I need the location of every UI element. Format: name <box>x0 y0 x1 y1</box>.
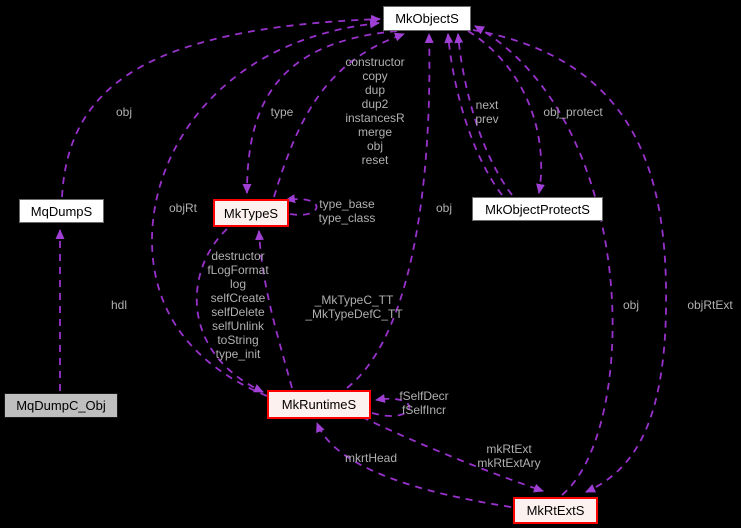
edge-label-constructor-block: constructor copy dup dup2 instancesR mer… <box>345 55 405 167</box>
edge-obj-mqdumps <box>61 14 381 198</box>
edge-label-next-prev: next prev <box>475 98 499 126</box>
edge-mktypec-tt <box>255 230 293 389</box>
node-mkobjectprotects[interactable]: MkObjectProtectS <box>472 197 603 221</box>
node-mkruntimes[interactable]: MkRuntimeS <box>267 390 371 419</box>
edge-label-hdl: hdl <box>110 298 128 312</box>
edge-objrtext <box>472 29 667 493</box>
edge-label-type-loop: type_base type_class <box>318 197 376 225</box>
edge-label-fself-loop: fSelfDecr fSelfIncr <box>399 389 449 417</box>
edge-mkrthead <box>316 422 512 508</box>
edge-obj-runtime <box>346 33 434 389</box>
edge-type <box>242 30 398 194</box>
node-mqdumpc-obj: MqDumpC_Obj <box>4 393 118 418</box>
edge-objrt <box>151 19 380 397</box>
node-mktypes[interactable]: MkTypeS <box>213 199 289 227</box>
edge-label-tt-block: _MkTypeC_TT _MkTypeDefC_TT <box>305 293 403 321</box>
node-mkrtexts[interactable]: MkRtExtS <box>513 497 598 524</box>
edge-label-obj-right: obj <box>622 298 640 312</box>
edge-label-obj-protect: obj_protect <box>543 105 603 119</box>
edge-label-mkrtext-block: mkRtExt mkRtExtAry <box>477 442 541 470</box>
edge-label-type: type <box>270 105 294 119</box>
node-mkobjects[interactable]: MkObjectS <box>383 6 471 31</box>
edge-constructor-group <box>273 32 405 198</box>
edge-fself-loop <box>371 394 411 417</box>
edge-label-obj-left: obj <box>115 105 133 119</box>
edge-type-self-loop <box>285 194 318 216</box>
edge-mkrtext <box>361 416 544 493</box>
edge-label-destructor-block: destructor fLogFormat log selfCreate sel… <box>207 249 269 361</box>
edge-obj-rtext <box>474 25 614 496</box>
edge-label-objrtext: objRtExt <box>687 298 733 312</box>
edge-label-mkrthead: mkrtHead <box>344 451 398 465</box>
edge-label-obj-mid: obj <box>435 201 453 215</box>
node-mqdumps[interactable]: MqDumpS <box>19 199 104 223</box>
edge-label-objrt: objRt <box>168 201 198 215</box>
